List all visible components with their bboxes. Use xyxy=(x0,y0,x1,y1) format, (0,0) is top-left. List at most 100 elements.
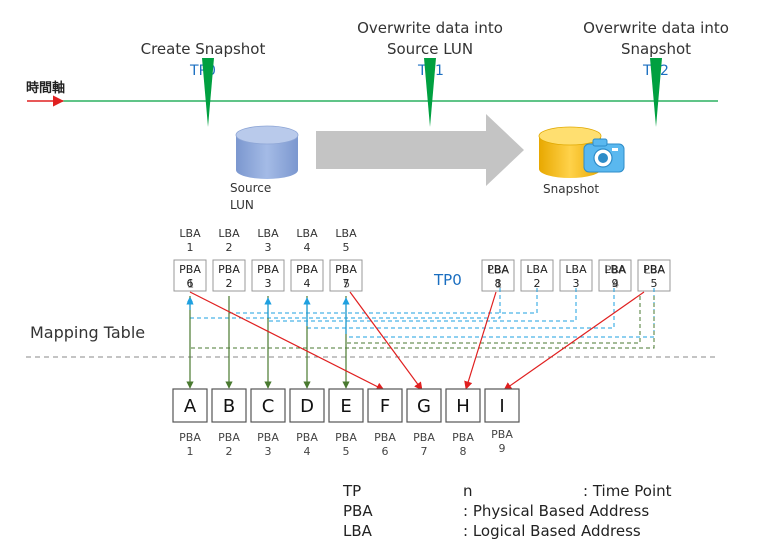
lba-header-2-label: LBA xyxy=(218,227,240,240)
red-arrow-source-1-to-f xyxy=(189,291,385,391)
snapshot-entry-5-box xyxy=(637,259,671,292)
snapshot-entry-4-label: LBA xyxy=(604,263,626,276)
event-2-title-line-2: Snapshot xyxy=(621,40,691,58)
snapshot-entry-4-value: 9 xyxy=(612,277,619,290)
event-0-title-line-1: Create Snapshot xyxy=(141,40,266,58)
lba-header-3-label: LBA xyxy=(257,227,279,240)
snapshot-entry-3-value: 3 xyxy=(573,277,580,290)
block-g-letter: G xyxy=(417,396,431,417)
source-entry-2-value: 2 xyxy=(226,277,233,290)
olive-dashed-route-2 xyxy=(346,296,641,344)
event-2-title-line-1: Overwrite data into xyxy=(583,19,729,37)
block-e xyxy=(328,388,364,423)
red-arrow-snap-5-to-i xyxy=(503,291,645,391)
source-entry-1-box xyxy=(173,259,207,292)
snapshot-entry-1-overwritten-label: LBA xyxy=(488,264,510,277)
event-2-marker xyxy=(650,58,662,127)
lba-header-3-number: 3 xyxy=(265,241,272,254)
block-g-pba-number: 7 xyxy=(421,445,428,458)
snapshot-entry-1-value: 8 xyxy=(495,277,502,290)
red-arrow-snap-1-to-h xyxy=(464,291,497,390)
block-h-pba-number: 8 xyxy=(460,445,467,458)
snapshot-tp-label: TP0 xyxy=(433,271,462,289)
big-gray-arrow xyxy=(316,114,524,186)
block-a-pba-label: PBA xyxy=(179,431,201,444)
block-e-pba-label: PBA xyxy=(335,431,357,444)
source-entry-5-value: 7 xyxy=(343,277,350,290)
legend-term-1: TP xyxy=(342,482,361,500)
source-entry-4-box xyxy=(290,259,324,292)
snapshot-entry-1-overwritten-value: 1 xyxy=(495,278,502,291)
source-entry-4-value: 4 xyxy=(304,277,311,290)
block-i xyxy=(484,388,520,423)
source-lun-cylinder-icon xyxy=(235,125,299,179)
red-arrow-source-5-to-g xyxy=(349,291,423,391)
block-d-letter: D xyxy=(300,396,314,417)
lba-header-2-number: 2 xyxy=(226,241,233,254)
source-entry-5-overwritten-value: 5 xyxy=(343,278,350,291)
snapshot-entry-3-label: LBA xyxy=(565,263,587,276)
block-f xyxy=(367,388,403,423)
event-1-title-line-1: Overwrite data into xyxy=(357,19,503,37)
block-c-pba-label: PBA xyxy=(257,431,279,444)
event-0-marker xyxy=(202,58,214,127)
legend-subscript-1: n xyxy=(463,482,473,500)
lba-header-4-label: LBA xyxy=(296,227,318,240)
block-c xyxy=(250,388,286,423)
snapshot-entry-2-label: LBA xyxy=(526,263,548,276)
block-h-letter: H xyxy=(456,396,470,417)
legend-description-2: : Physical Based Address xyxy=(463,502,649,520)
block-g xyxy=(406,388,442,423)
snapshot-entry-5-label: PBA xyxy=(643,263,665,276)
block-d xyxy=(289,388,325,423)
source-entry-1-overwritten-value: 1 xyxy=(187,278,194,291)
source-entry-3-box xyxy=(251,259,285,292)
block-g-pba-label: PBA xyxy=(413,431,435,444)
snapshot-entry-5-overwritten-label: LBA xyxy=(644,264,666,277)
legend-term-3: LBA xyxy=(343,522,373,540)
block-c-letter: C xyxy=(262,396,275,417)
snapshot-entry-4-overwritten-label: PBA xyxy=(605,264,627,277)
timeline-axis-label: 時間軸 xyxy=(26,80,65,96)
event-1-marker xyxy=(424,58,436,127)
block-i-pba-label: PBA xyxy=(491,428,513,441)
blue-dashed-route-2 xyxy=(228,288,538,314)
block-i-letter: I xyxy=(499,396,504,417)
source-entry-1-label: PBA xyxy=(179,263,201,276)
block-f-pba-number: 6 xyxy=(382,445,389,458)
source-lun-label-line-2: LUN xyxy=(230,198,254,212)
event-1-title-line-2: Source LUN xyxy=(387,40,473,58)
block-f-pba-label: PBA xyxy=(374,431,396,444)
legend-description-1: : Time Point xyxy=(583,482,672,500)
lba-header-5-label: LBA xyxy=(335,227,357,240)
source-entry-2-box xyxy=(212,259,246,292)
snapshot-label: Snapshot xyxy=(543,182,599,196)
source-entry-5-label: PBA xyxy=(335,263,357,276)
blue-dashed-route-4 xyxy=(306,288,615,329)
legend-description-3: : Logical Based Address xyxy=(463,522,641,540)
block-c-pba-number: 3 xyxy=(265,445,272,458)
legend-term-2: PBA xyxy=(343,502,373,520)
mapping-table-label: Mapping Table xyxy=(30,323,145,342)
lba-header-1-label: LBA xyxy=(179,227,201,240)
source-lun-label-line-1: Source xyxy=(230,181,271,195)
camera-icon xyxy=(583,138,625,173)
block-b-letter: B xyxy=(223,396,235,417)
connector-lines xyxy=(186,288,655,391)
block-a-letter: A xyxy=(184,396,197,417)
block-b-pba-label: PBA xyxy=(218,431,240,444)
block-b-pba-number: 2 xyxy=(226,445,233,458)
lba-header-5-number: 5 xyxy=(343,241,350,254)
block-d-pba-label: PBA xyxy=(296,431,318,444)
snapshot-entry-5-value: 5 xyxy=(651,277,658,290)
block-i-pba-number: 9 xyxy=(499,442,506,455)
block-f-letter: F xyxy=(380,396,390,417)
snapshot-entry-2-value: 2 xyxy=(534,277,541,290)
source-entry-3-label: PBA xyxy=(257,263,279,276)
